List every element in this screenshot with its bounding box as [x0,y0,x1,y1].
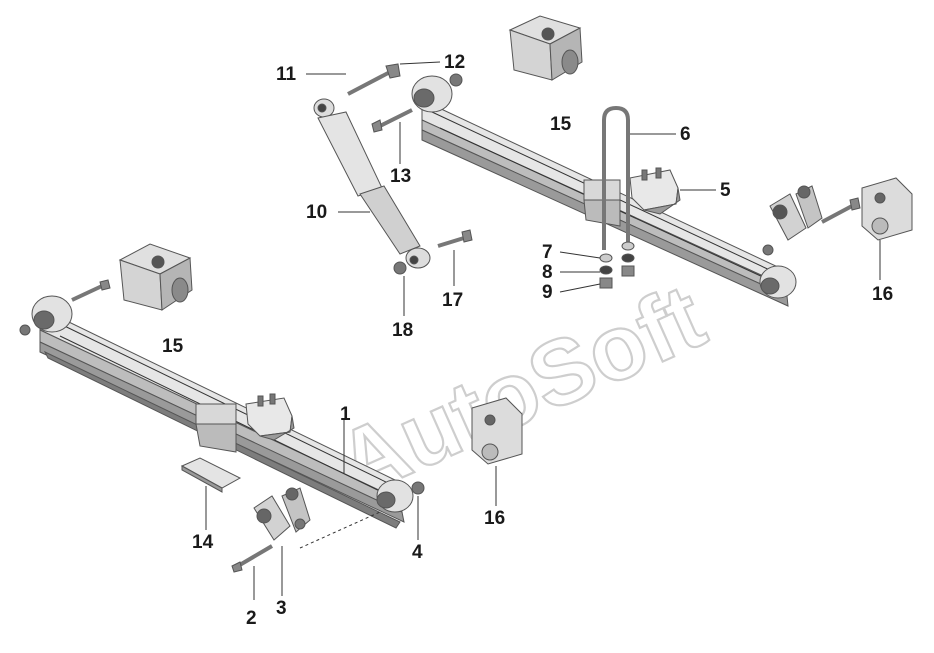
callout-10: 10 [306,202,327,223]
callout-11: 11 [276,64,297,85]
callout-13: 13 [390,166,411,187]
callout-16-right: 16 [872,284,893,305]
callout-6: 6 [680,124,691,145]
callout-17: 17 [442,290,463,311]
nut-part-4 [411,481,425,495]
callout-2: 2 [246,608,257,629]
bolt-part-17 [437,229,473,248]
hanger-part-16-center [471,397,523,465]
right-rear-eye-bushing [759,265,797,299]
callout-8: 8 [542,262,553,283]
callout-12: 12 [444,52,465,73]
bolt-part-12 [347,63,463,96]
callout-15-right: 15 [550,114,572,135]
right-front-eye-bushing [411,75,453,113]
spring-plate-part-14 [180,457,242,493]
left-spring-pad [245,393,295,441]
spring-pad-part-5 [629,167,681,215]
callout-labels: 1 2 3 4 5 6 7 8 9 10 11 12 13 14 15 15 1… [162,52,893,629]
callout-7: 7 [542,242,553,263]
callout-1: 1 [340,404,351,425]
callout-14: 14 [192,532,214,553]
callout-9: 9 [542,282,553,303]
right-shackle [762,185,861,256]
callout-15-left: 15 [162,336,184,357]
callout-5: 5 [720,180,731,201]
shock-absorber-part-10 [313,98,431,275]
hanger-part-16-right [861,177,913,241]
callout-18: 18 [392,320,413,341]
left-bracket-part-15 [118,243,193,311]
right-bracket-part-15 [508,15,583,81]
washers-nuts-parts-7-9 [599,241,635,289]
left-bracket-bolt [71,279,111,302]
callout-4: 4 [412,542,423,563]
u-bolt-part-6 [602,105,630,250]
bolt-part-13 [371,108,413,133]
bolt-part-2 [231,544,274,573]
callout-16-center: 16 [484,508,505,529]
left-leaf-spring [39,307,405,529]
left-front-eye-bushing [19,295,73,336]
leader-lines [205,61,881,600]
shackle-part-3 [253,487,311,541]
left-rear-eye-bushing [376,479,414,513]
callout-3: 3 [276,598,287,619]
